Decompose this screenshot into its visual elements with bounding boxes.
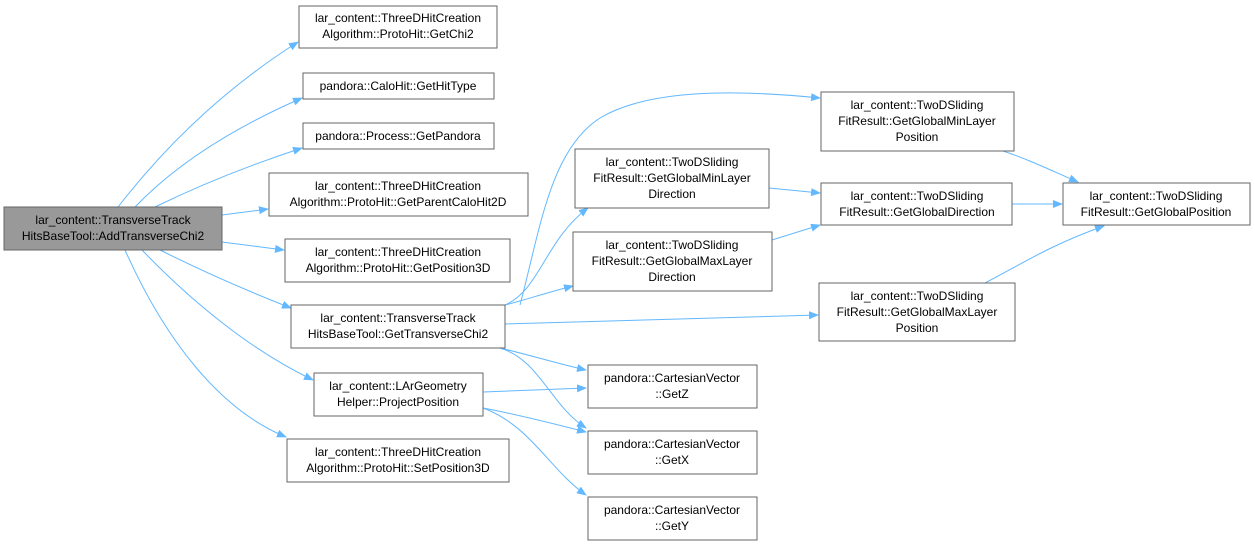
node-label-line: Algorithm::ProtoHit::SetPosition3D [306, 461, 490, 475]
node-label-line: Algorithm::ProtoHit::GetParentCaloHit2D [290, 195, 507, 209]
node-label-line: FitResult::GetGlobalMinLayer [838, 114, 995, 128]
node-label-line: Helper::ProjectPosition [337, 395, 459, 409]
edge-gettrans-maxlayerpos [504, 311, 819, 325]
node-label-line: FitResult::GetGlobalDirection [839, 205, 994, 219]
edge-maxlayerdir-globaldir [771, 223, 821, 241]
node-label-line: Algorithm::ProtoHit::GetPosition3D [306, 261, 491, 275]
node-label-line: lar_content::ThreeDHitCreation [315, 179, 481, 193]
node-set-position-3d[interactable]: lar_content::ThreeDHitCreation Algorithm… [286, 438, 510, 483]
node-cartesian-get-x[interactable]: pandora::CartesianVector ::GetX [587, 430, 758, 475]
node-label-line: ::GetY [655, 519, 689, 533]
node-label-line: lar_content::ThreeDHitCreation [315, 245, 481, 259]
node-label-line: lar_content::LArGeometry [329, 379, 466, 393]
node-label-line: pandora::CartesianVector [604, 503, 740, 517]
node-global-position[interactable]: lar_content::TwoDSliding FitResult::GetG… [1062, 182, 1251, 226]
node-cartesian-get-y[interactable]: pandora::CartesianVector ::GetY [587, 496, 758, 541]
node-label-line: Direction [648, 187, 695, 201]
node-label-line: lar_content::TransverseTrack [35, 213, 191, 227]
edge-maxlayerpos-globalpos [984, 225, 1105, 284]
node-get-position-3d[interactable]: lar_content::ThreeDHitCreation Algorithm… [284, 238, 511, 283]
node-label-line: Position [896, 130, 939, 144]
edge-projpos-getz [482, 384, 587, 393]
edge-root-getparent [221, 206, 269, 216]
edge-gettrans-minlayerdir [504, 207, 589, 306]
node-add-transverse-chi2[interactable]: lar_content::TransverseTrack HitsBaseToo… [3, 206, 223, 251]
node-global-max-layer-position[interactable]: lar_content::TwoDSliding FitResult::GetG… [818, 282, 1016, 342]
node-label-line: FitResult::GetGlobalMinLayer [593, 171, 750, 185]
edge-root-getchi2 [117, 41, 299, 208]
node-label-line: lar_content::TwoDSliding [851, 189, 984, 203]
node-get-pandora[interactable]: pandora::Process::GetPandora [302, 122, 495, 150]
node-label-line: ::GetZ [655, 387, 688, 401]
node-label-line: lar_content::TwoDSliding [606, 238, 739, 252]
edge-gettrans-minlayerpos [519, 92, 821, 306]
node-label-line: Direction [648, 270, 695, 284]
node-layer: lar_content::TransverseTrack HitsBaseToo… [3, 5, 1251, 541]
node-label-line: FitResult::GetGlobalMaxLayer [592, 254, 753, 268]
node-label-line: HitsBaseTool::AddTransverseChi2 [22, 229, 205, 243]
node-label-line: FitResult::GetGlobalPosition [1081, 205, 1232, 219]
node-project-position[interactable]: lar_content::LArGeometry Helper::Project… [313, 372, 484, 417]
node-get-chi2[interactable]: lar_content::ThreeDHitCreation Algorithm… [298, 5, 498, 49]
node-global-max-layer-direction[interactable]: lar_content::TwoDSliding FitResult::GetG… [572, 231, 773, 292]
node-get-hit-type[interactable]: pandora::CaloHit::GetHitType [302, 72, 495, 100]
edge-root-gethittype [134, 97, 303, 208]
node-label-line: pandora::Process::GetPandora [315, 129, 481, 143]
edge-minlayerpos-globalpos [1002, 150, 1079, 183]
node-label-line: Algorithm::ProtoHit::GetChi2 [322, 27, 474, 41]
node-label-line: ::GetX [655, 453, 689, 467]
node-label-line: pandora::CartesianVector [604, 371, 740, 385]
node-label-line: pandora::CartesianVector [604, 437, 740, 451]
edge-gettrans-getx [499, 347, 587, 429]
edge-root-getpandora [154, 146, 303, 208]
node-global-direction[interactable]: lar_content::TwoDSliding FitResult::GetG… [820, 182, 1013, 226]
node-label-line: lar_content::TwoDSliding [606, 155, 739, 169]
edge-gettrans-getz [499, 347, 587, 372]
edge-root-projpos [141, 249, 314, 381]
node-get-transverse-chi2[interactable]: lar_content::TransverseTrack HitsBaseToo… [290, 304, 506, 349]
node-label-line: HitsBaseTool::GetTransverseChi2 [308, 327, 489, 341]
edge-minlayerdir-globaldir [768, 187, 821, 197]
edge-root-setpos3d [124, 249, 287, 438]
node-label-line: FitResult::GetGlobalMaxLayer [837, 305, 998, 319]
edge-projpos-gety [482, 407, 587, 496]
node-label-line: lar_content::TwoDSliding [851, 289, 984, 303]
node-label-line: lar_content::ThreeDHitCreation [315, 445, 481, 459]
edge-root-getpos3d [221, 241, 285, 253]
node-label-line: Position [896, 321, 939, 335]
edge-root-gettrans [159, 249, 292, 309]
node-label-line: lar_content::ThreeDHitCreation [315, 11, 481, 25]
node-label-line: lar_content::TwoDSliding [1090, 189, 1223, 203]
edge-gettrans-maxlayerdir [504, 284, 574, 306]
node-global-min-layer-direction[interactable]: lar_content::TwoDSliding FitResult::GetG… [574, 148, 770, 209]
node-label-line: lar_content::TwoDSliding [851, 98, 984, 112]
node-cartesian-get-z[interactable]: pandora::CartesianVector ::GetZ [587, 364, 758, 409]
node-get-parent-calo-hit-2d[interactable]: lar_content::ThreeDHitCreation Algorithm… [268, 172, 529, 217]
node-label-line: pandora::CaloHit::GetHitType [320, 79, 477, 93]
edge-layer [117, 41, 1105, 496]
edge-projpos-getx [482, 407, 587, 434]
node-global-min-layer-position[interactable]: lar_content::TwoDSliding FitResult::GetG… [820, 91, 1015, 152]
node-label-line: lar_content::TransverseTrack [320, 311, 476, 325]
